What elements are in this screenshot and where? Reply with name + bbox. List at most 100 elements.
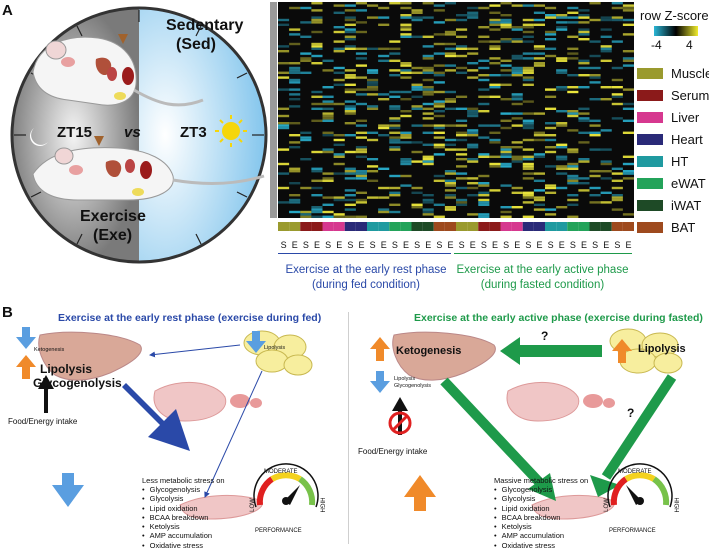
heatmap-cell [600, 129, 612, 132]
column-label: E [491, 240, 498, 250]
heatmap-cell [489, 57, 501, 60]
heatmap-cell [433, 102, 445, 106]
heatmap-cell [467, 110, 479, 113]
column-label: E [469, 240, 476, 250]
heatmap-cell [389, 69, 401, 72]
heatmap-cell [411, 150, 423, 154]
heatmap-cell [400, 162, 412, 166]
heatmap-cell [556, 86, 568, 89]
heatmap-cell [344, 35, 356, 38]
column-label: E [313, 240, 320, 250]
heatmap-cell [300, 136, 312, 139]
heatmap-cell [589, 186, 601, 190]
heatmap-cell [367, 69, 379, 72]
muscle-organ [506, 381, 580, 422]
heatmap-cell [400, 71, 412, 74]
heatmap-cell [478, 88, 490, 91]
colorbar-title: row Z-score [640, 8, 709, 23]
heatmap-cell [478, 78, 490, 82]
orange-up-arrow [16, 355, 36, 379]
heatmap-cell [411, 66, 423, 70]
heatmap-cell [378, 59, 390, 62]
heatmap-cell [456, 18, 468, 22]
heatmap-cell [422, 78, 434, 82]
heatmap-cell [422, 131, 434, 134]
left-food-intake-label: Food/Energy intake [8, 417, 78, 426]
heatmap-cell [289, 182, 301, 185]
heatmap-cell [411, 186, 423, 190]
heatmap-cell [500, 210, 512, 214]
heatmap-cell [389, 40, 401, 43]
heatmap-cell [333, 138, 345, 142]
heatmap-cell [355, 47, 367, 50]
column-label: S [458, 240, 465, 250]
heatmap-cell [500, 155, 512, 158]
heatmap-cell [456, 172, 468, 175]
heatmap-cell [300, 213, 312, 216]
blue-down-arrow [370, 371, 390, 393]
heatmap-cell [511, 38, 523, 41]
heatmap-cell [522, 158, 534, 161]
heatmap-cell [622, 177, 634, 180]
tissue-strip-cell [333, 222, 345, 231]
tissue-strip-cell [322, 222, 334, 231]
tissue-strip-cell [456, 222, 468, 231]
heatmap-cell [344, 189, 356, 192]
heatmap-cell [333, 198, 345, 202]
heatmap-cell [556, 167, 568, 170]
legend-swatch [637, 134, 663, 145]
heatmap-cell [567, 148, 579, 151]
heatmap-cell [400, 160, 412, 163]
heatmap-cell [278, 18, 290, 22]
heatmap-cell [333, 11, 345, 14]
heatmap-cell [311, 45, 323, 48]
heatmap-cell [489, 131, 501, 134]
heatmap-cell [545, 95, 557, 98]
heatmap-cell [344, 150, 356, 154]
heatmap-cell [556, 59, 568, 62]
heatmap-cell [389, 146, 401, 149]
heatmap-cell [600, 28, 612, 31]
heatmap-cell [444, 90, 456, 94]
tissue-strip-cell [589, 222, 601, 231]
heatmap-cell [355, 93, 367, 96]
heatmap-cell [600, 47, 612, 50]
heatmap-cell [611, 102, 623, 106]
heatmap-cell [422, 194, 434, 197]
left-gauge-performance: PERFORMANCE [255, 528, 302, 534]
heatmap-cell [444, 143, 456, 146]
heatmap-cell [511, 4, 523, 7]
heatmap-cell [478, 124, 490, 127]
heatmap-cell [533, 57, 545, 60]
heatmap-cell [456, 47, 468, 50]
heatmap-cell [355, 150, 367, 154]
heatmap-cell [444, 47, 456, 50]
heatmap-cell [422, 162, 434, 166]
column-label: S [325, 240, 332, 250]
column-label: E [625, 240, 632, 250]
heatmap-cell [622, 50, 634, 53]
tissue-strip-cell [300, 222, 312, 231]
heatmap-cell [456, 124, 468, 127]
heatmap-cell [511, 54, 523, 58]
heatmap-cell [344, 76, 356, 79]
heatmap-cell [344, 69, 356, 72]
heatmap-cell [611, 198, 623, 202]
heatmap-cell [344, 90, 356, 94]
legend-swatch [637, 156, 663, 167]
heatmap-cell [500, 146, 512, 149]
heatmap-cell [367, 138, 379, 142]
heatmap-cell [355, 177, 367, 180]
heatmap-cell [456, 177, 468, 180]
heatmap-cell [333, 172, 345, 175]
column-label: S [614, 240, 621, 250]
heatmap-cell [389, 210, 401, 214]
heatmap-cell [422, 35, 434, 38]
heatmap-cell [411, 160, 423, 163]
heatmap-cell [467, 182, 479, 185]
heatmap-cell [367, 170, 379, 173]
heatmap-cell [322, 150, 334, 154]
heatmap-cell [278, 126, 290, 130]
column-label: S [302, 240, 309, 250]
heatmap-cell [444, 138, 456, 142]
